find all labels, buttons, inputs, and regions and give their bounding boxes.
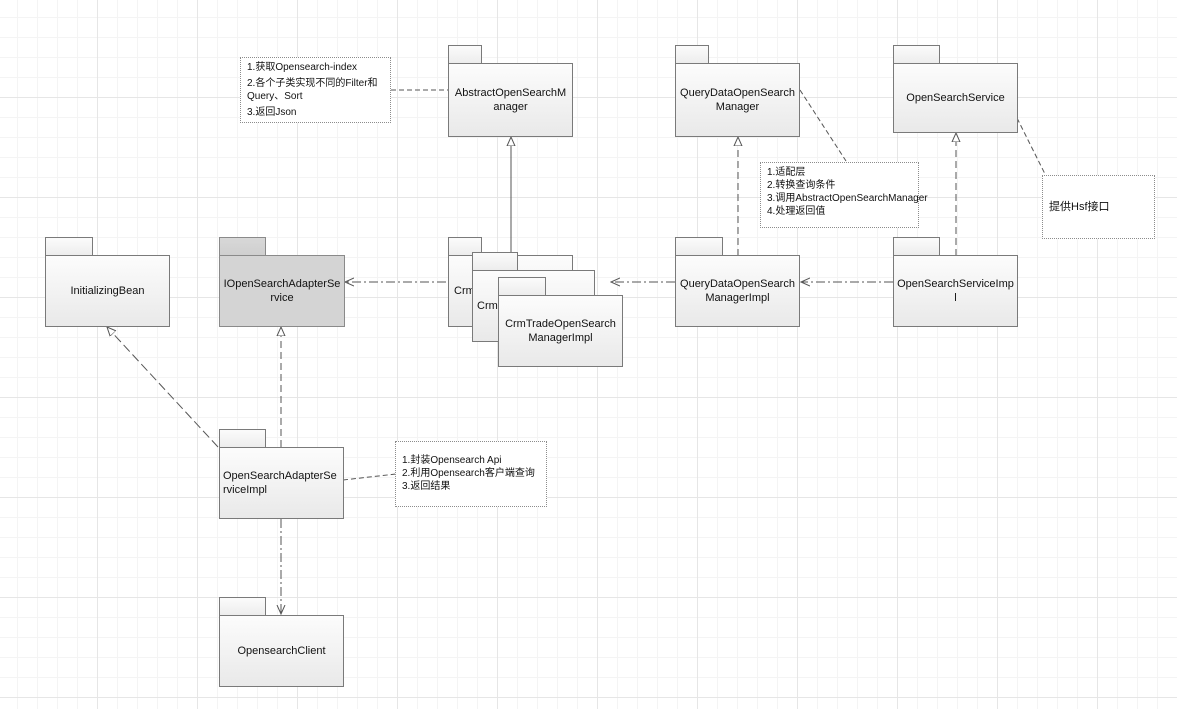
package-tab	[448, 45, 482, 63]
note-line: 3.返回Json	[247, 107, 297, 118]
package-label: CrmTradeOpenSearchManagerImpl	[498, 295, 623, 367]
note-hsf-interface: 提供Hsf接口	[1042, 175, 1155, 239]
package-label-text: Crm	[454, 285, 475, 297]
package-tab	[675, 237, 723, 255]
note-opensearch-client: 1.封装Opensearch Api 2.利用Opensearch客户端查询 3…	[395, 441, 547, 507]
note-abstract-manager: 1.获取Opensearch-index 2.各个子类实现不同的Filter和 …	[240, 57, 391, 123]
package-iopensearch-adapter-service[interactable]: IOpenSearchAdapterService	[219, 237, 345, 327]
package-tab	[675, 45, 709, 63]
note-line: 3.调用AbstractOpenSearchManager	[767, 193, 928, 204]
package-label: OpensearchClient	[219, 615, 344, 687]
package-opensearch-adapter-service-impl[interactable]: OpenSearchAdapterServiceImpl	[219, 429, 344, 519]
package-label: AbstractOpenSearchManager	[448, 63, 573, 137]
package-initializing-bean[interactable]: InitializingBean	[45, 237, 170, 327]
package-query-data-opensearch-manager-impl[interactable]: QueryDataOpenSearchManagerImpl	[675, 237, 800, 327]
package-tab	[893, 237, 940, 255]
package-label-text: CrmT	[477, 300, 505, 312]
note-line: 2.利用Opensearch客户端查询	[402, 468, 535, 479]
package-label: OpenSearchService	[893, 63, 1018, 133]
note-line: 2.转换查询条件	[767, 180, 836, 191]
note-line: 1.封装Opensearch Api	[402, 455, 502, 466]
package-tab	[45, 237, 93, 255]
package-opensearch-client[interactable]: OpensearchClient	[219, 597, 344, 687]
note-line: 1.适配层	[767, 167, 806, 178]
package-tab	[472, 252, 518, 270]
package-opensearch-service-impl[interactable]: OpenSearchServiceImpl	[893, 237, 1018, 327]
package-tab	[498, 277, 546, 295]
note-line: Query、Sort	[247, 91, 303, 102]
package-tab	[219, 597, 266, 615]
package-label: IOpenSearchAdapterService	[219, 255, 345, 327]
note-line: 4.处理返回值	[767, 206, 826, 217]
package-query-data-opensearch-manager[interactable]: QueryDataOpenSearchManager	[675, 45, 800, 137]
package-label: QueryDataOpenSearchManager	[675, 63, 800, 137]
package-tab	[893, 45, 940, 63]
package-opensearch-service[interactable]: OpenSearchService	[893, 45, 1018, 133]
package-tab	[219, 237, 266, 255]
package-tab	[219, 429, 266, 447]
note-link-service	[1016, 117, 1047, 177]
note-line: 提供Hsf接口	[1049, 200, 1110, 213]
package-crm-trade-opensearch-manager-impl[interactable]: CrmTradeOpenSearchManagerImpl	[498, 277, 623, 367]
package-label: OpenSearchAdapterServiceImpl	[219, 447, 344, 519]
realization-initializing-bean	[107, 327, 219, 448]
note-adapter-layer: 1.适配层 2.转换查询条件 3.调用AbstractOpenSearchMan…	[760, 162, 928, 228]
package-tab	[448, 237, 482, 255]
package-abstract-opensearch-manager[interactable]: AbstractOpenSearchManager	[448, 45, 573, 137]
package-label: InitializingBean	[45, 255, 170, 327]
package-label: OpenSearchServiceImpl	[893, 255, 1018, 327]
note-link-query-manager	[799, 89, 847, 162]
note-link-adapter-impl	[342, 473, 397, 481]
package-label: QueryDataOpenSearchManagerImpl	[675, 255, 800, 327]
note-line: 3.返回结果	[402, 481, 451, 492]
note-line: 1.获取Opensearch-index	[247, 62, 358, 73]
note-line: 2.各个子类实现不同的Filter和	[247, 78, 378, 89]
